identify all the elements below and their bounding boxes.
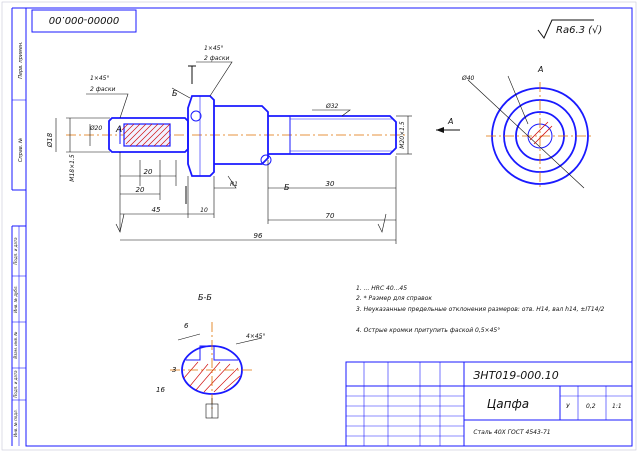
shaft-main-view: Ø18 M18×1.5 Ø20 А 1×45° 2 фаски 1×45° 2 … — [46, 45, 412, 244]
dim-ch-top: 1×45° — [204, 45, 223, 52]
dim-30: 30 — [326, 180, 335, 188]
title-scale: 1:1 — [612, 403, 622, 410]
marker-dot-top — [190, 110, 202, 122]
dim-m-right: M20×1.5 — [399, 121, 406, 149]
note-2: 2. * Размер для справок — [356, 295, 432, 302]
roughness-tick-a — [115, 213, 125, 233]
dim-20b: 20 — [136, 186, 145, 194]
neck — [214, 105, 269, 165]
roughness-tick-b — [377, 213, 387, 233]
note-3: 3. Неуказанные предельные отклонения раз… — [356, 306, 605, 313]
section-t: 3 — [172, 366, 176, 374]
side-label-5: Подп. и дата — [13, 370, 18, 398]
dim-10: 10 — [200, 207, 208, 214]
view-a-label: А — [537, 65, 543, 74]
side-label-2: Подп. и дата — [13, 237, 18, 265]
title-code: ЗНТ019-000.10 — [473, 369, 559, 382]
dim-b-b: Б — [284, 183, 290, 192]
marker-dot-bottom — [260, 154, 272, 166]
dim-20a: 20 — [144, 168, 153, 176]
title-block: ЗНТ019-000.10 Цапфа У 0,2 1:1 Сталь 40Х … — [345, 361, 633, 447]
dim-d-left: Ø18 — [46, 132, 54, 148]
top-stamp: 00000-000.00 — [31, 9, 137, 33]
sheet-frame — [25, 7, 633, 447]
section-label: Б-Б — [198, 293, 212, 302]
roughness-mark: Ra6.3 (√) — [537, 19, 602, 39]
dim-b-a: Б — [172, 89, 178, 98]
dim-r-note: R1 — [230, 181, 238, 188]
view-a-arrow-label: А — [447, 117, 453, 126]
section-ch: 4×45° — [246, 333, 265, 340]
section-view: Б-Б 6 4×45° 3 16 — [156, 293, 265, 419]
threaded-end — [268, 115, 397, 155]
dim-70: 70 — [326, 212, 335, 220]
dim-d1: Ø20 — [89, 125, 103, 132]
groove-hatch — [121, 123, 171, 147]
left-strip: Перв. примен. Справ. № Подп. и дата Инв.… — [11, 7, 26, 446]
dim-96: 96 — [254, 232, 263, 240]
side-label-6: Инв. № подл. — [13, 409, 18, 437]
technical-notes: 1. ... HRC 40...45 2. * Размер для справ… — [356, 285, 605, 334]
view-a-arrow: А — [436, 117, 460, 133]
collar — [187, 95, 215, 177]
title-material: Сталь 40Х ГОСТ 4543-71 — [473, 429, 550, 436]
section-h: 16 — [156, 386, 165, 394]
dim-ch-note-left: 2 фаски — [90, 86, 115, 93]
side-label-3: Инв. № дубл. — [13, 285, 18, 312]
dim-a-left: А — [115, 125, 122, 135]
dim-45: 45 — [152, 206, 161, 214]
note-4: 4. Острые кромки притупить фаской 0,5×45… — [356, 327, 500, 334]
dim-d-top: Ø32 — [325, 103, 339, 110]
dim-ch-note-top: 2 фаски — [204, 55, 229, 62]
title-name: Цапфа — [487, 397, 529, 411]
dim-m-left: M18×1.5 — [69, 154, 76, 182]
roughness-text: Ra6.3 (√) — [556, 25, 602, 36]
section-w: 6 — [184, 322, 189, 330]
view-a-d-label: Ø40 — [461, 75, 475, 82]
dim-ch-left: 1×45° — [90, 75, 109, 82]
side-label-1: Справ. № — [18, 138, 24, 162]
dimensions — [55, 61, 412, 244]
title-lit: У — [566, 403, 570, 410]
title-mass: 0,2 — [586, 403, 596, 410]
side-label-4: Взам. инв. № — [13, 331, 18, 358]
end-view-a: А Ø40 — [461, 65, 594, 190]
note-1: 1. ... HRC 40...45 — [356, 285, 407, 292]
top-stamp-text: 00000-000.00 — [49, 14, 119, 25]
side-label-0: Перв. примен. — [18, 41, 24, 79]
left-cylinder — [108, 117, 189, 153]
